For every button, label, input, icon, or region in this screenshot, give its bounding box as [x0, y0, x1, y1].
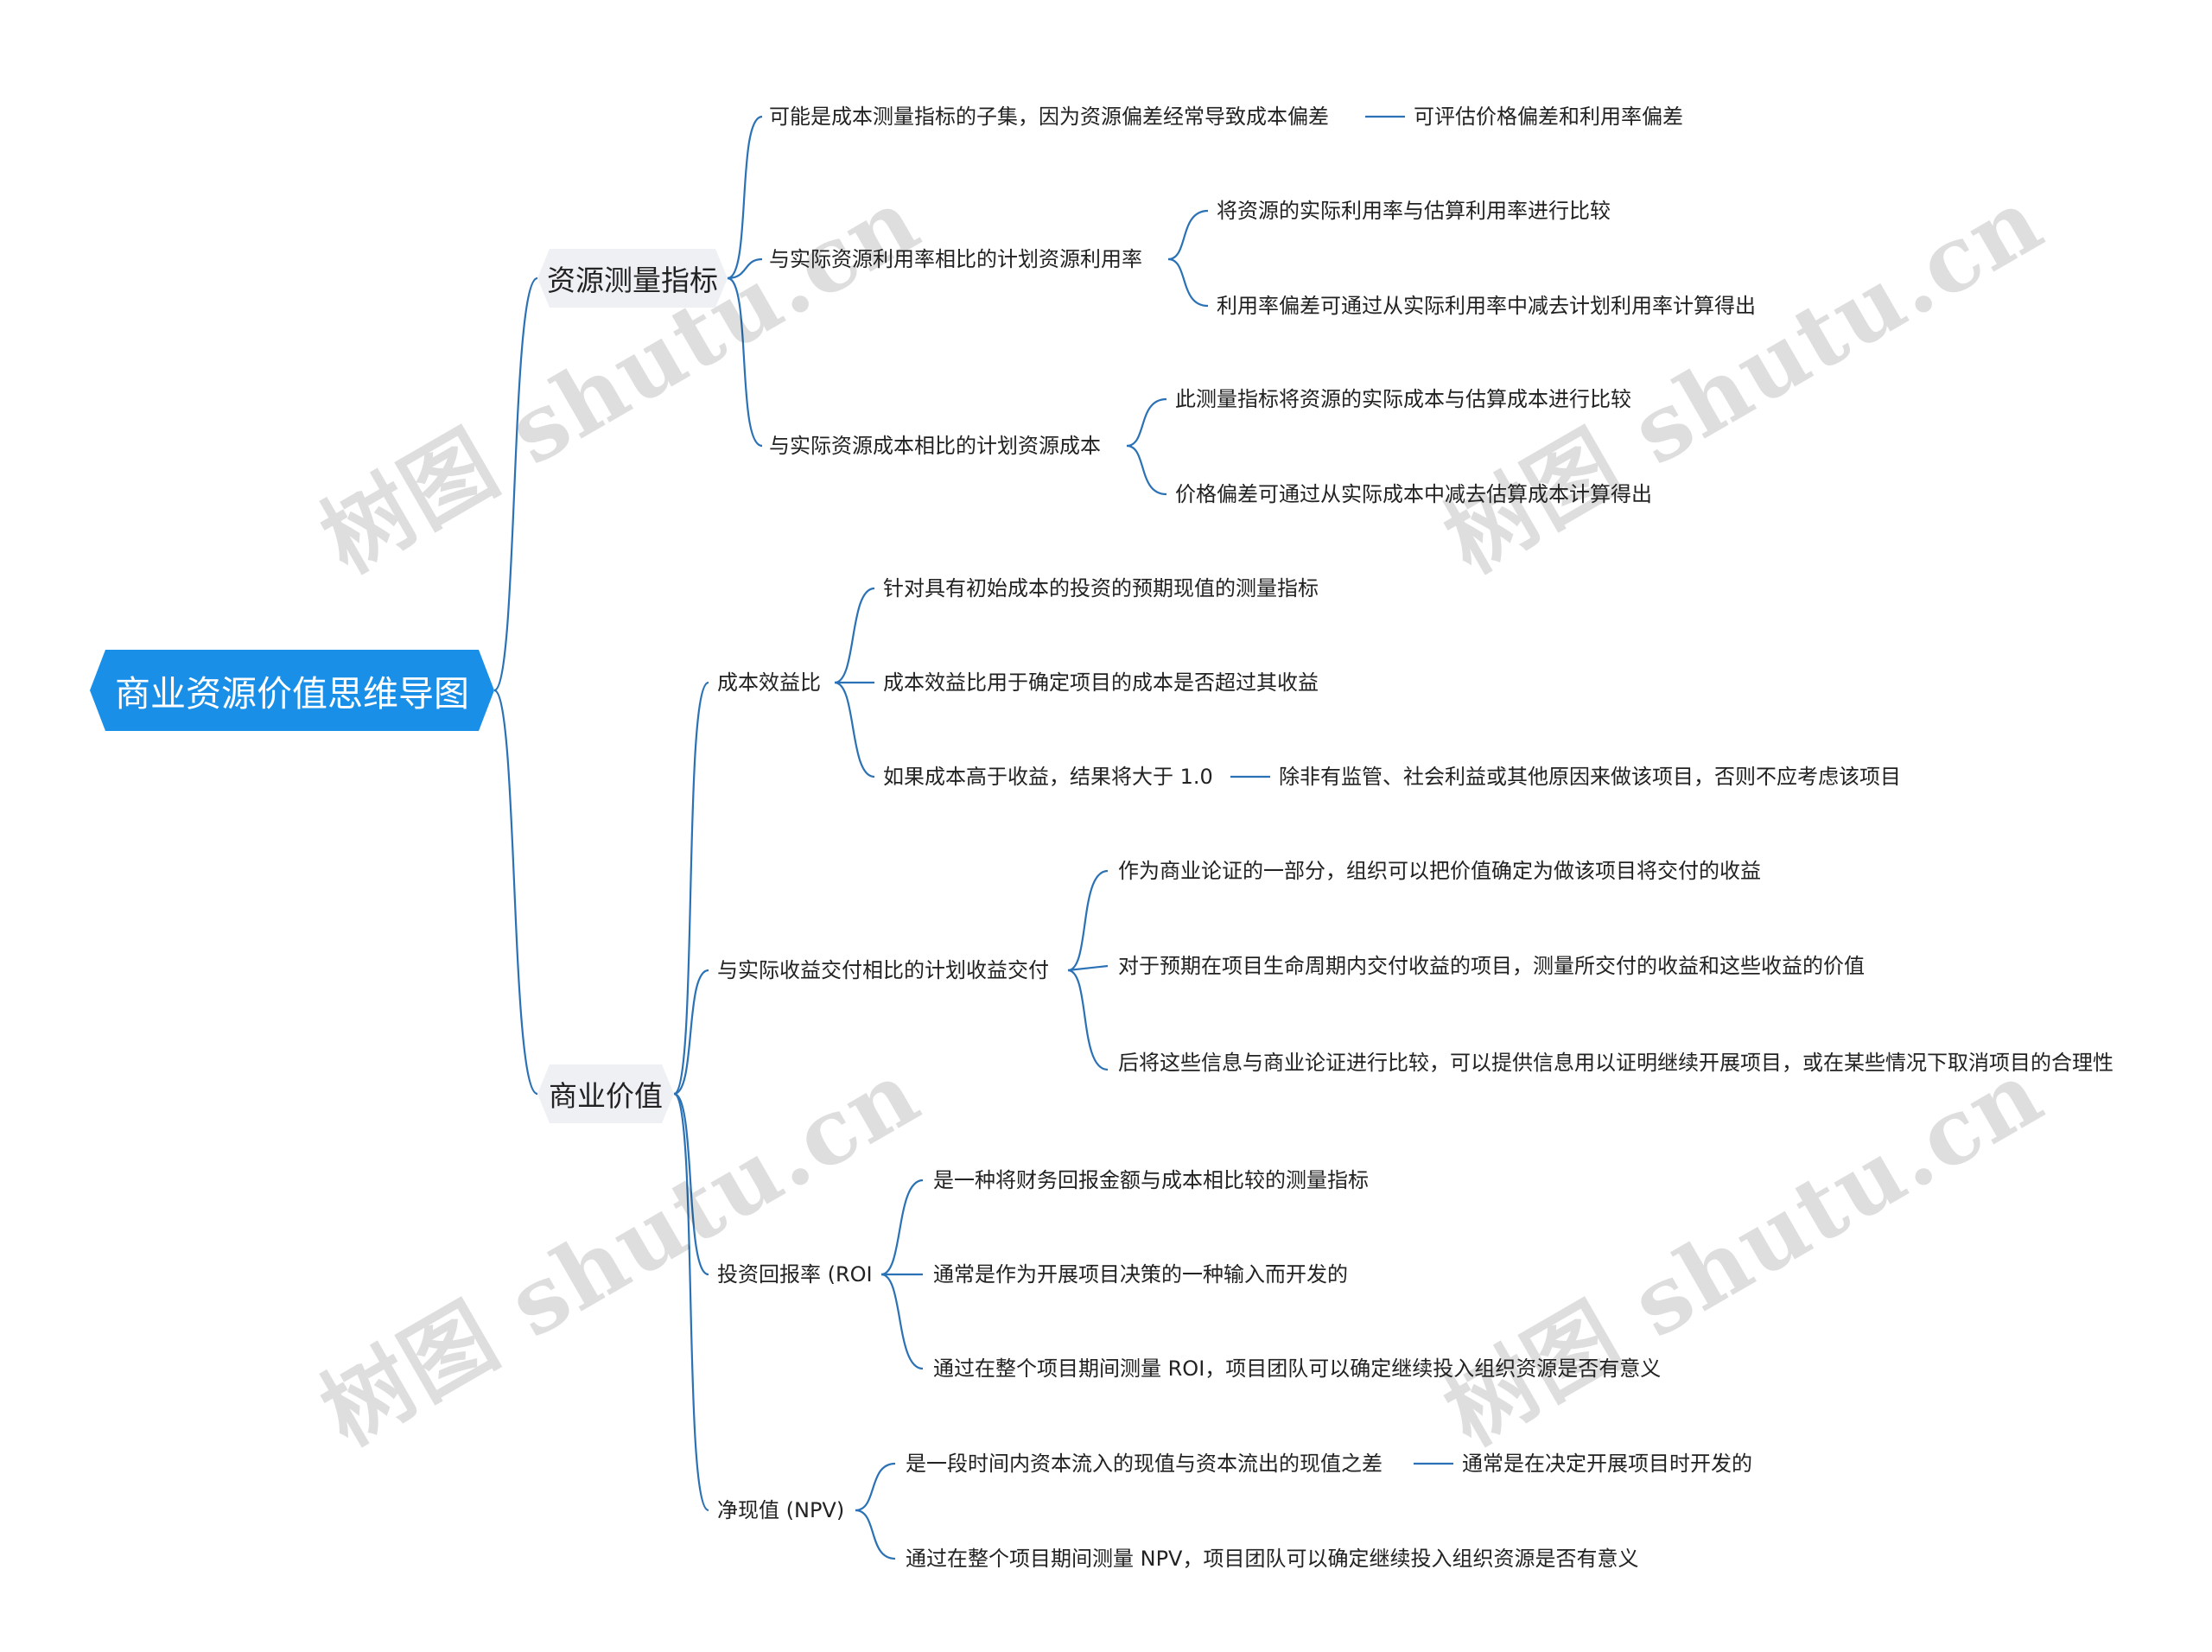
node-npv-definition[interactable]: 是一段时间内资本流入的现值与资本流出的现值之差	[906, 1452, 1382, 1476]
node-price-variance[interactable]: 价格偏差可通过从实际成本中减去估算成本计算得出	[1175, 482, 1652, 506]
node-npv-developed[interactable]: 通常是在决定开展项目时开发的	[1462, 1452, 1752, 1476]
node-bcr-usage[interactable]: 成本效益比用于确定项目的成本是否超过其收益	[883, 670, 1319, 695]
node-npv-measure[interactable]: 通过在整个项目期间测量 NPV，项目团队可以确定继续投入组织资源是否有意义	[906, 1547, 1639, 1571]
node-bcr-definition[interactable]: 针对具有初始成本的投资的预期现值的测量指标	[883, 576, 1319, 600]
node-compare-business-case[interactable]: 后将这些信息与商业论证进行比较，可以提供信息用以证明继续开展项目，或在某些情况下…	[1118, 1051, 2113, 1075]
node-npv[interactable]: 净现值 (NPV)	[717, 1498, 845, 1522]
root-node[interactable]: 商业资源价值思维导图	[90, 650, 494, 731]
node-planned-utilization[interactable]: 与实际资源利用率相比的计划资源利用率	[769, 247, 1142, 271]
node-benefit-cost-ratio[interactable]: 成本效益比	[717, 670, 821, 695]
topic-business-value[interactable]: 商业价值	[537, 1064, 674, 1123]
node-planned-resource-cost[interactable]: 与实际资源成本相比的计划资源成本	[769, 434, 1101, 458]
node-unless-reasons[interactable]: 除非有监管、社会利益或其他原因来做该项目，否则不应考虑该项目	[1279, 765, 1901, 789]
node-bcr-greater-than-one[interactable]: 如果成本高于收益，结果将大于 1.0	[883, 765, 1213, 789]
node-business-case-value[interactable]: 作为商业论证的一部分，组织可以把价值确定为做该项目将交付的收益	[1118, 859, 1761, 883]
node-roi-input[interactable]: 通常是作为开展项目决策的一种输入而开发的	[933, 1262, 1348, 1287]
node-utilization-variance[interactable]: 利用率偏差可通过从实际利用率中减去计划利用率计算得出	[1217, 294, 1756, 318]
topic-resource-metrics[interactable]: 资源测量指标	[537, 249, 728, 308]
node-price-utilization-variance[interactable]: 可评估价格偏差和利用率偏差	[1414, 105, 1683, 129]
node-planned-benefit-delivery[interactable]: 与实际收益交付相比的计划收益交付	[717, 958, 1049, 982]
node-roi-measure[interactable]: 通过在整个项目期间测量 ROI，项目团队可以确定继续投入组织资源是否有意义	[933, 1357, 1662, 1381]
node-roi[interactable]: 投资回报率 (ROI	[717, 1262, 873, 1287]
node-measure-benefits[interactable]: 对于预期在项目生命周期内交付收益的项目，测量所交付的收益和这些收益的价值	[1118, 954, 1865, 978]
node-cost-subset[interactable]: 可能是成本测量指标的子集，因为资源偏差经常导致成本偏差	[769, 105, 1329, 129]
node-roi-definition[interactable]: 是一种将财务回报金额与成本相比较的测量指标	[933, 1168, 1369, 1192]
node-compare-cost[interactable]: 此测量指标将资源的实际成本与估算成本进行比较	[1175, 387, 1631, 411]
node-compare-utilization[interactable]: 将资源的实际利用率与估算利用率进行比较	[1217, 199, 1611, 223]
